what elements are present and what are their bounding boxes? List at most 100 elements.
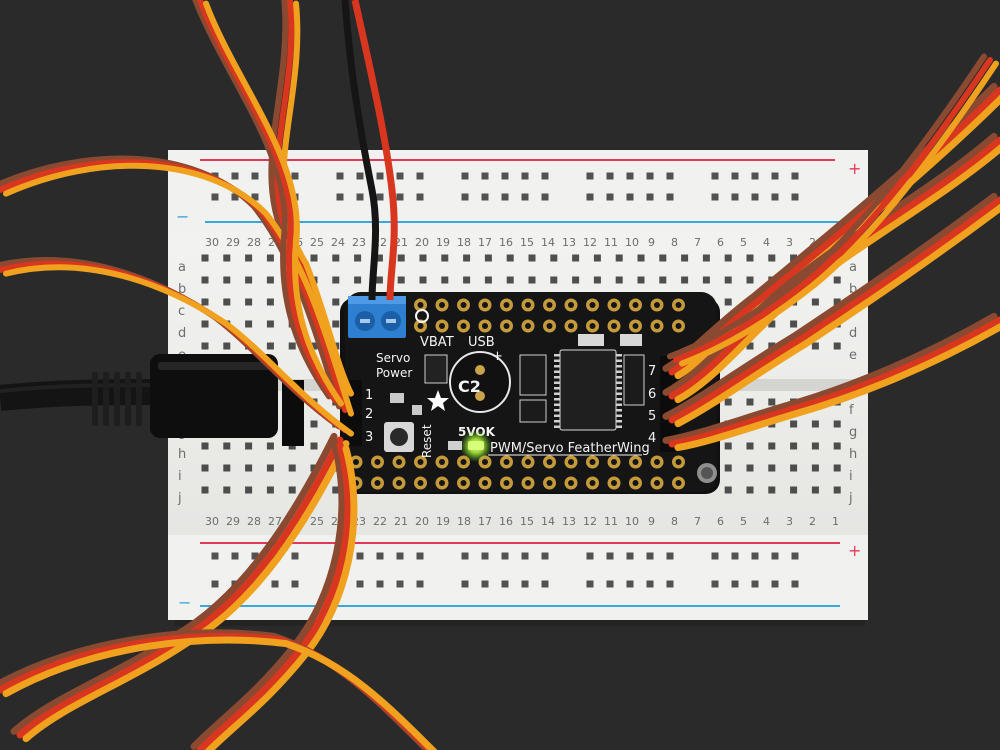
svg-text:7: 7: [694, 236, 701, 249]
svg-text:18: 18: [457, 236, 471, 249]
svg-text:18: 18: [457, 515, 471, 528]
svg-text:21: 21: [394, 515, 408, 528]
channel-1-label: 1: [365, 388, 373, 403]
rail-top-plus: +: [848, 159, 861, 178]
svg-text:3: 3: [786, 515, 793, 528]
svg-text:2: 2: [809, 515, 816, 528]
svg-text:c: c: [178, 304, 185, 319]
power-wires: [341, 0, 398, 301]
rail-top-minus: −: [176, 207, 189, 226]
svg-text:4: 4: [763, 515, 770, 528]
channel-3-label: 3: [365, 430, 373, 445]
svg-text:15: 15: [520, 515, 534, 528]
servo-header-right: [660, 356, 680, 452]
svg-text:15: 15: [520, 236, 534, 249]
svg-text:d: d: [178, 326, 186, 341]
rail-bottom-plus: +: [848, 541, 861, 560]
svg-text:30: 30: [205, 515, 219, 528]
svg-text:6: 6: [717, 236, 724, 249]
svg-text:e: e: [849, 348, 857, 363]
adafruit-logo: [427, 390, 449, 411]
svg-text:6: 6: [717, 515, 724, 528]
svg-text:13: 13: [562, 236, 576, 249]
label-plus: +: [492, 349, 503, 364]
label-vbat: VBAT: [420, 335, 454, 350]
svg-text:8: 8: [671, 236, 678, 249]
svg-text:13: 13: [562, 515, 576, 528]
svg-text:20: 20: [415, 515, 429, 528]
svg-text:h: h: [849, 447, 857, 462]
channel-6-label: 6: [648, 387, 656, 402]
svg-text:11: 11: [604, 515, 618, 528]
rail-bottom-minus: −: [178, 593, 191, 612]
pwm-driver-chip: [559, 349, 617, 431]
label-power: Power: [376, 366, 412, 380]
svg-text:14: 14: [541, 515, 555, 528]
channel-2-label: 2: [365, 407, 373, 422]
svg-text:b: b: [178, 282, 186, 297]
svg-text:10: 10: [625, 515, 639, 528]
svg-text:j: j: [848, 491, 853, 506]
svg-text:29: 29: [226, 515, 240, 528]
svg-text:j: j: [177, 491, 182, 506]
label-servo: Servo: [376, 351, 410, 365]
svg-text:b: b: [849, 282, 857, 297]
label-reset: Reset: [420, 424, 434, 458]
svg-text:16: 16: [499, 236, 513, 249]
power-symbol-icon: [415, 309, 429, 323]
svg-text:h: h: [178, 447, 186, 462]
svg-text:3: 3: [786, 236, 793, 249]
svg-text:28: 28: [247, 236, 261, 249]
svg-text:12: 12: [583, 515, 597, 528]
svg-text:4: 4: [763, 236, 770, 249]
svg-text:17: 17: [478, 236, 492, 249]
power-terminal-block: [348, 296, 429, 338]
svg-text:21: 21: [394, 236, 408, 249]
channel-7-label: 7: [648, 364, 656, 379]
svg-text:a: a: [178, 260, 186, 275]
capacitor-c2-outline: [449, 351, 511, 413]
svg-text:5: 5: [740, 236, 747, 249]
usb-cable: [0, 354, 278, 438]
svg-text:17: 17: [478, 515, 492, 528]
svg-text:9: 9: [648, 236, 655, 249]
svg-text:23: 23: [352, 236, 366, 249]
svg-text:d: d: [849, 326, 857, 341]
svg-text:28: 28: [247, 515, 261, 528]
svg-text:22: 22: [373, 515, 387, 528]
label-usb: USB: [468, 335, 495, 350]
reset-button-cap[interactable]: [390, 428, 408, 446]
svg-text:i: i: [178, 469, 182, 484]
svg-text:14: 14: [541, 236, 555, 249]
svg-text:19: 19: [436, 236, 450, 249]
svg-text:24: 24: [331, 236, 345, 249]
svg-text:16: 16: [499, 515, 513, 528]
svg-text:f: f: [849, 403, 854, 418]
column-numbers-bottom: 30 29 28 27 26 25 24 23 22 21 20 19 18 1…: [205, 515, 839, 528]
svg-text:27: 27: [268, 515, 282, 528]
svg-text:2: 2: [809, 236, 816, 249]
svg-text:5: 5: [740, 515, 747, 528]
power-led: [468, 441, 484, 450]
svg-text:30: 30: [205, 236, 219, 249]
svg-text:19: 19: [436, 515, 450, 528]
svg-text:25: 25: [310, 515, 324, 528]
header-pins-bottom: [349, 455, 685, 490]
svg-text:20: 20: [415, 236, 429, 249]
board-name: PWM/Servo FeatherWing: [490, 441, 650, 456]
svg-text:12: 12: [583, 236, 597, 249]
svg-text:a: a: [849, 260, 857, 275]
svg-text:29: 29: [226, 236, 240, 249]
svg-text:8: 8: [671, 515, 678, 528]
channel-5-label: 5: [648, 409, 656, 424]
svg-text:1: 1: [832, 515, 839, 528]
label-c2: C2: [458, 377, 481, 396]
svg-text:25: 25: [310, 236, 324, 249]
channel-4-label: 4: [648, 431, 656, 446]
svg-text:g: g: [849, 425, 857, 440]
svg-text:11: 11: [604, 236, 618, 249]
svg-text:10: 10: [625, 236, 639, 249]
svg-text:i: i: [849, 469, 853, 484]
